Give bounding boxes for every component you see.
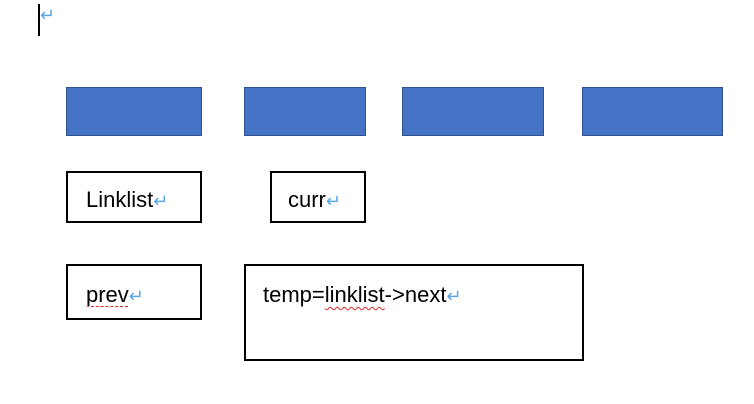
paragraph-mark-icon: ↵: [446, 286, 462, 306]
prev-text-box[interactable]: prev↵: [66, 264, 202, 320]
temp-misspelled-word: linklist: [324, 282, 385, 307]
node-rectangle-4[interactable]: [582, 87, 723, 136]
temp-text-box[interactable]: temp=linklist->next↵: [244, 264, 584, 361]
paragraph-mark-icon: ↵: [153, 191, 169, 211]
linklist-text-box[interactable]: Linklist↵: [66, 171, 202, 223]
linklist-label: Linklist: [86, 187, 154, 212]
paragraph-mark-icon: ↵: [325, 191, 341, 211]
temp-suffix: ->next: [384, 282, 447, 307]
node-rectangle-2[interactable]: [244, 87, 366, 136]
prev-label: prev: [86, 282, 129, 307]
curr-text-box[interactable]: curr↵: [270, 171, 366, 223]
paragraph-mark-icon: ↵: [40, 5, 56, 25]
text-cursor: [38, 4, 40, 36]
node-rectangle-1[interactable]: [66, 87, 202, 136]
node-rectangle-3[interactable]: [402, 87, 544, 136]
curr-label: curr: [288, 187, 326, 212]
temp-prefix: temp=: [263, 282, 325, 307]
paragraph-mark-icon: ↵: [128, 286, 144, 306]
